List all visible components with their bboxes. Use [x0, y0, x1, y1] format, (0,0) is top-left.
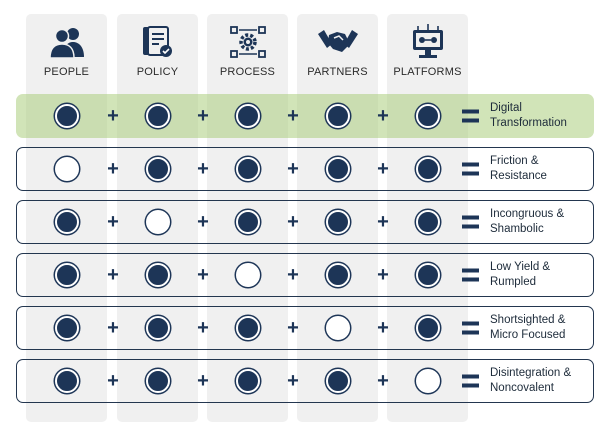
process-gear-icon: [207, 22, 288, 62]
equation-row: [16, 359, 594, 403]
filled-circle-policy: [146, 369, 170, 393]
plus-sign: +: [287, 317, 299, 339]
plus-sign: +: [107, 370, 119, 392]
plus-sign: +: [377, 105, 389, 127]
filled-circle-platforms: [416, 157, 440, 181]
plus-sign: +: [197, 317, 209, 339]
row-result-line: Shambolic: [490, 223, 544, 235]
filled-circle-platforms: [416, 263, 440, 287]
plus-sign: +: [377, 211, 389, 233]
plus-sign: +: [287, 158, 299, 180]
empty-circle-partners: [326, 316, 350, 340]
filled-circle-platforms: [416, 104, 440, 128]
row-result-text: Disintegration & Noncovalent: [490, 366, 600, 396]
plus-sign: +: [197, 264, 209, 286]
row-result-text: Low Yield & Rumpled: [490, 260, 600, 290]
row-result-line: Noncovalent: [490, 382, 554, 394]
handshake-icon: [297, 22, 378, 62]
column-label-partners: PARTNERS: [307, 66, 368, 78]
filled-circle-partners: [326, 369, 350, 393]
equation-row: [16, 147, 594, 191]
equals-sign: [462, 268, 479, 282]
equals-sign: [462, 162, 479, 176]
row-result-line: Rumpled: [490, 276, 537, 288]
column-label-policy: POLICY: [136, 66, 179, 78]
people-icon: [26, 22, 107, 62]
filled-circle-policy: [146, 104, 170, 128]
plus-sign: +: [197, 158, 209, 180]
filled-circle-policy: [146, 263, 170, 287]
row-result-line: Low Yield &: [490, 261, 551, 273]
plus-sign: +: [377, 317, 389, 339]
plus-sign: +: [107, 211, 119, 233]
plus-sign: +: [197, 105, 209, 127]
filled-circle-process: [236, 104, 260, 128]
filled-circle-process: [236, 369, 260, 393]
row-result-line: Digital: [490, 102, 522, 114]
empty-circle-people: [55, 157, 79, 181]
plus-sign: +: [377, 158, 389, 180]
equation-row: [16, 94, 594, 138]
equation-row: [16, 200, 594, 244]
plus-sign: +: [107, 317, 119, 339]
empty-circle-process: [236, 263, 260, 287]
column-label-process: PROCESS: [219, 66, 276, 78]
filled-circle-people: [55, 210, 79, 234]
plus-sign: +: [287, 264, 299, 286]
row-result-text: Friction & Resistance: [490, 154, 600, 184]
row-result-text: Shortsighted & Micro Focused: [490, 313, 600, 343]
row-result-line: Micro Focused: [490, 329, 566, 341]
row-result-text: Incongruous & Shambolic: [490, 207, 600, 237]
plus-sign: +: [107, 264, 119, 286]
plus-sign: +: [287, 211, 299, 233]
filled-circle-platforms: [416, 210, 440, 234]
equals-sign: [462, 215, 479, 229]
plus-sign: +: [377, 264, 389, 286]
filled-circle-process: [236, 316, 260, 340]
filled-circle-partners: [326, 157, 350, 181]
plus-sign: +: [197, 370, 209, 392]
row-result-line: Incongruous &: [490, 208, 565, 220]
filled-circle-people: [55, 263, 79, 287]
empty-circle-policy: [146, 210, 170, 234]
equals-sign: [462, 321, 479, 335]
row-result-line: Shortsighted &: [490, 314, 566, 326]
plus-sign: +: [107, 158, 119, 180]
equals-sign: [462, 109, 479, 123]
column-label-platforms: PLATFORMS: [393, 66, 462, 78]
monitor-network-icon: [387, 22, 468, 62]
empty-circle-platforms: [416, 369, 440, 393]
filled-circle-people: [55, 104, 79, 128]
equals-sign: [462, 374, 479, 388]
plus-sign: +: [197, 211, 209, 233]
row-result-line: Resistance: [490, 170, 547, 182]
equation-row: [16, 253, 594, 297]
plus-sign: +: [287, 105, 299, 127]
plus-sign: +: [287, 370, 299, 392]
filled-circle-partners: [326, 104, 350, 128]
filled-circle-partners: [326, 210, 350, 234]
plus-sign: +: [377, 370, 389, 392]
filled-circle-policy: [146, 157, 170, 181]
plus-sign: +: [107, 105, 119, 127]
filled-circle-people: [55, 316, 79, 340]
filled-circle-partners: [326, 263, 350, 287]
row-result-line: Friction &: [490, 155, 539, 167]
filled-circle-process: [236, 157, 260, 181]
policy-document-icon: [117, 22, 198, 62]
filled-circle-process: [236, 210, 260, 234]
column-label-people: PEOPLE: [43, 66, 90, 78]
equation-row: [16, 306, 594, 350]
row-result-line: Disintegration &: [490, 367, 572, 379]
filled-circle-policy: [146, 316, 170, 340]
filled-circle-people: [55, 369, 79, 393]
row-result-line: Transformation: [490, 117, 567, 129]
filled-circle-platforms: [416, 316, 440, 340]
